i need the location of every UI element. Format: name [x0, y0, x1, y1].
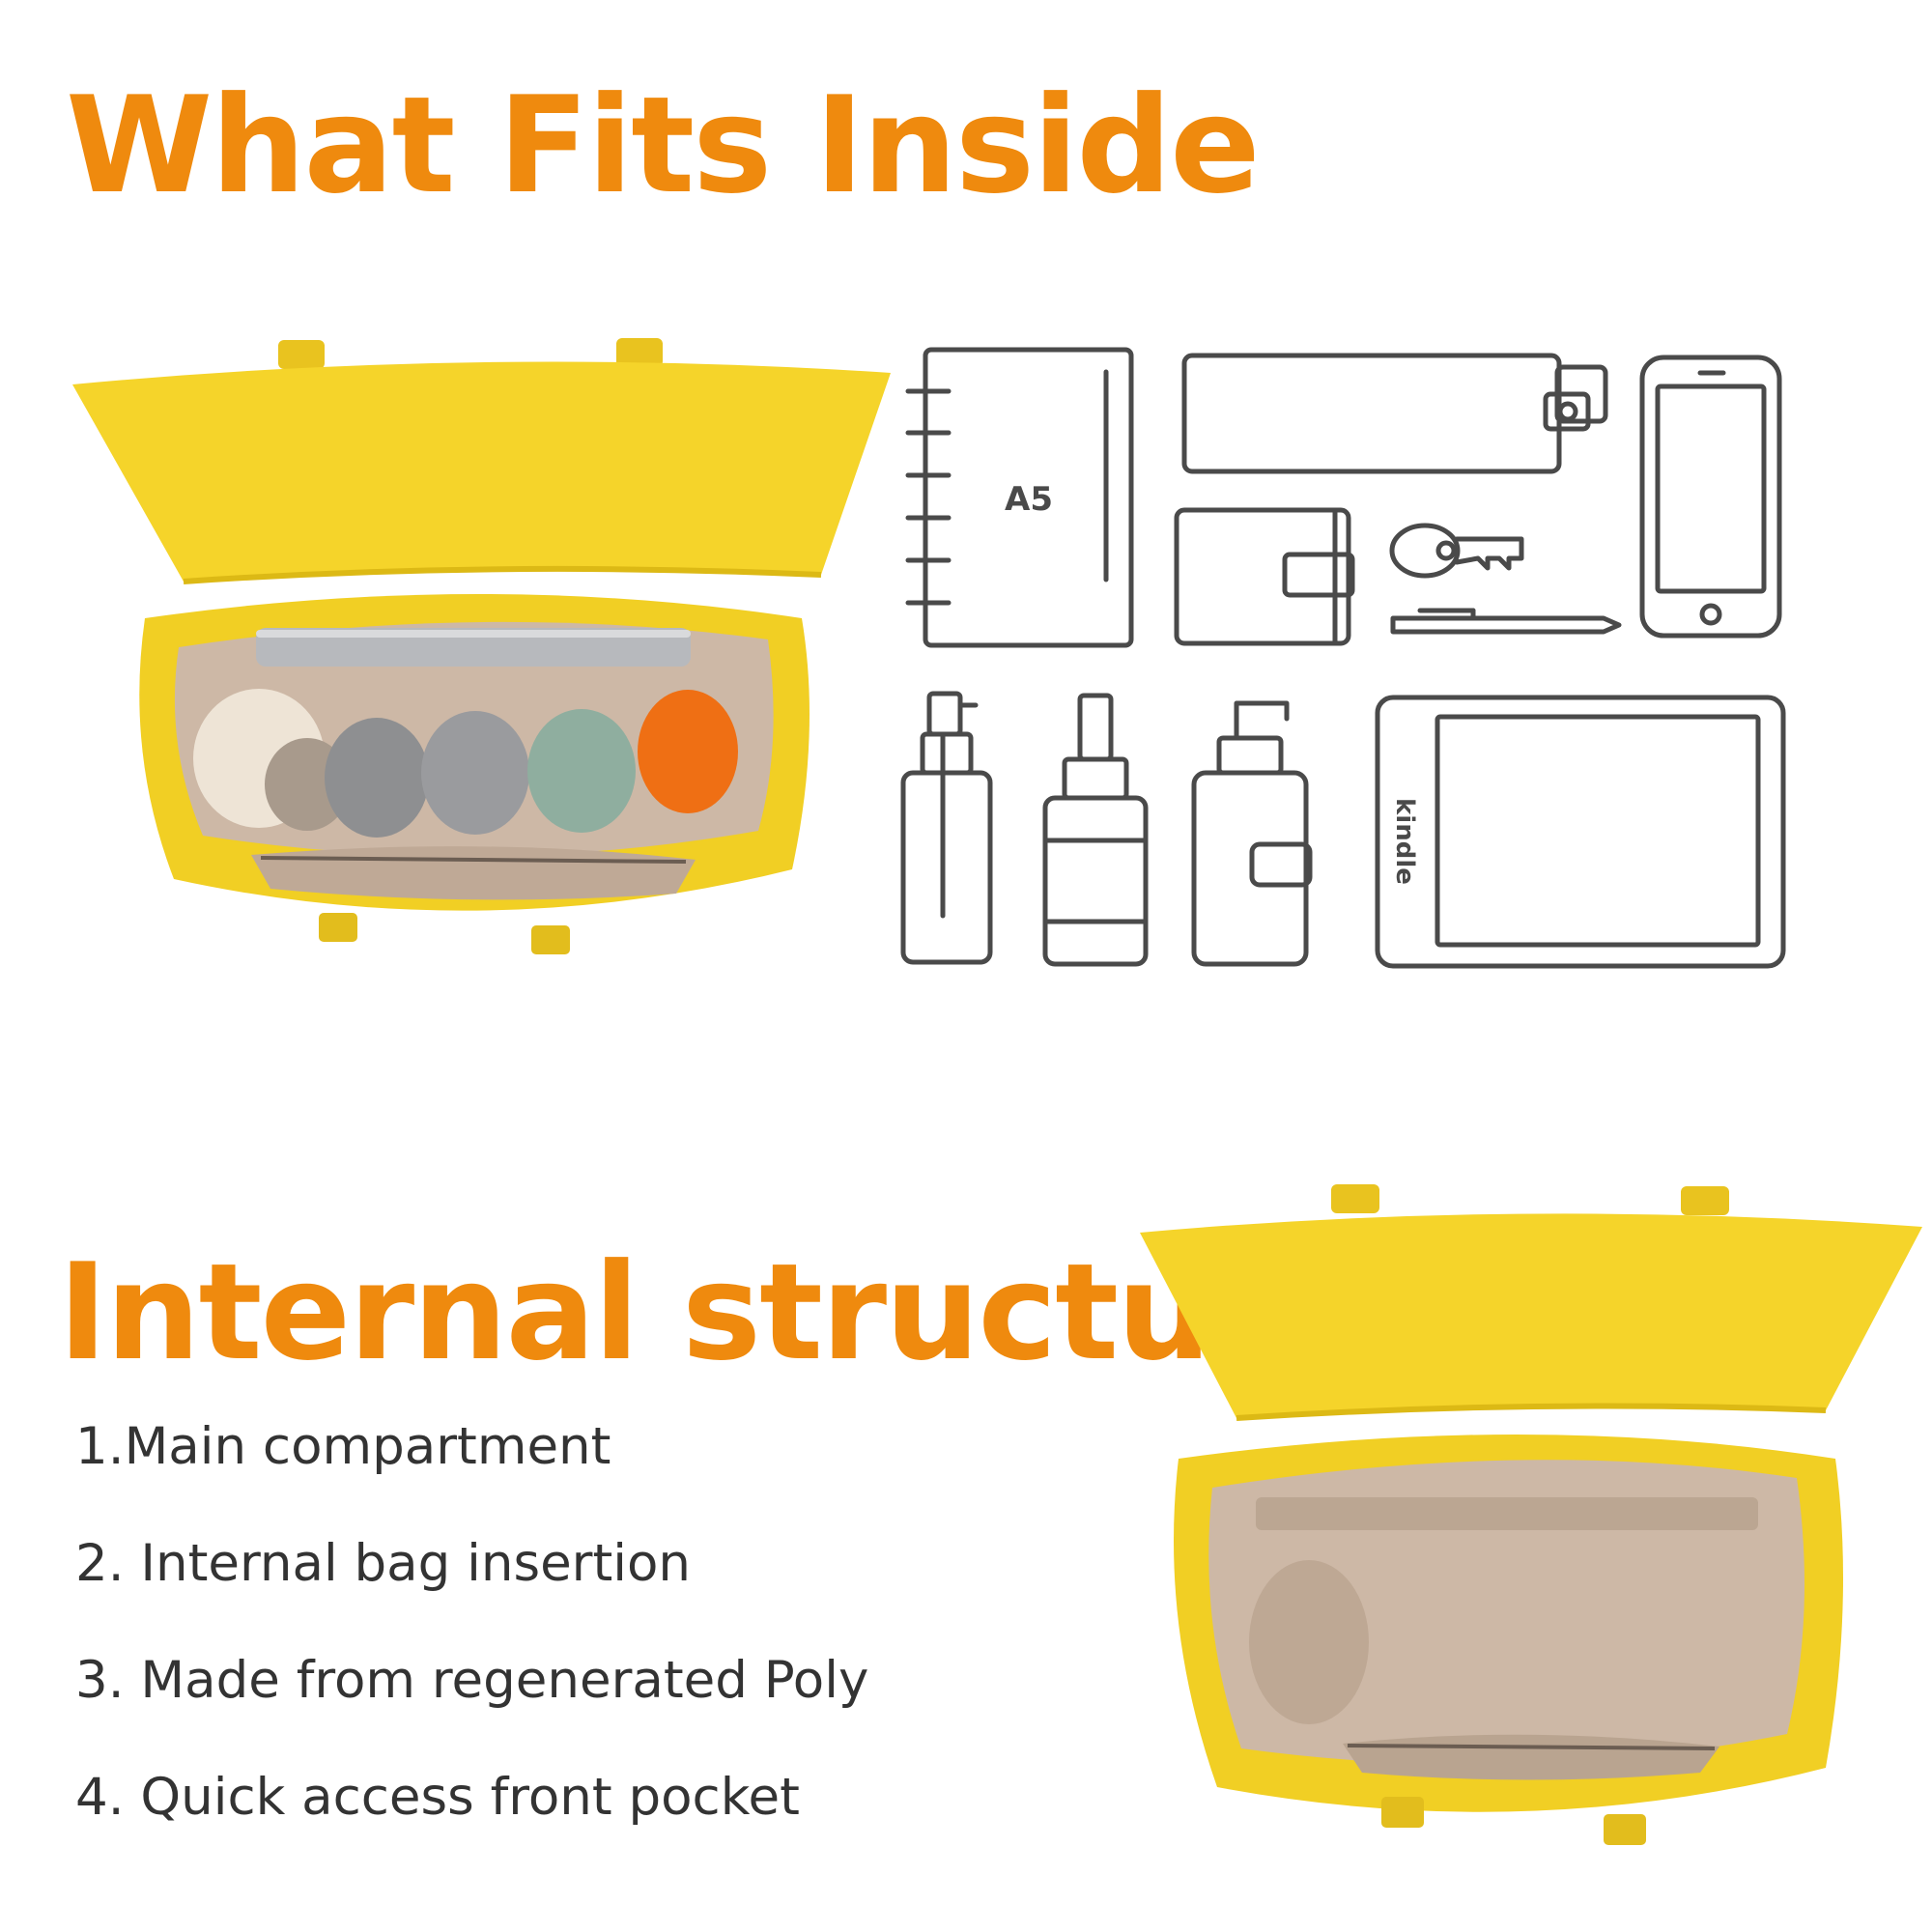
a5-label: A5 [1005, 480, 1053, 519]
smartphone-icon [1639, 355, 1782, 639]
feature-list: 1.Main compartment 2. Internal bag inser… [75, 1418, 1138, 1886]
rolled-clothes-grey [325, 718, 429, 838]
rolled-clothes-green [527, 709, 636, 833]
feature-item-internal-bag: 2. Internal bag insertion [75, 1534, 691, 1593]
rolled-clothes-orange [638, 690, 738, 813]
what-fits-inside-heading: What Fits Inside [66, 68, 1261, 223]
front-pocket [1343, 1734, 1719, 1780]
kindle-label: kindle [1390, 798, 1419, 885]
backpack-flap [1140, 1213, 1922, 1418]
backpack-flap [72, 361, 891, 582]
feature-item-front-pocket: 4. Quick access front pocket [75, 1768, 800, 1827]
front-pocket [251, 846, 696, 900]
feature-item-main-compartment: 1.Main compartment [75, 1417, 611, 1476]
open-backpack-empty-image [1140, 1184, 1922, 1845]
pen-icon [1390, 608, 1622, 635]
laptop-sleeve [1256, 1497, 1758, 1530]
a5-notebook-icon [905, 347, 1134, 648]
open-backpack-with-items-image [72, 338, 891, 954]
dropper-bottle-icon [1042, 693, 1149, 967]
strap-buckle [1381, 1797, 1424, 1828]
pump-bottle-icon [1191, 700, 1313, 967]
strap-buckle [278, 340, 325, 369]
strap-buckle [1681, 1186, 1729, 1215]
internal-structure-heading: Internal structure [58, 1235, 1364, 1390]
pencil-case-icon [1181, 353, 1608, 474]
elastic-side-pocket [1249, 1560, 1369, 1724]
strap-buckle [319, 913, 357, 942]
kindle-tablet-icon [1375, 695, 1786, 969]
strap-buckle [1604, 1814, 1646, 1845]
strap-buckle [616, 338, 663, 367]
feature-item-regenerated-poly: 3. Made from regenerated Poly [75, 1651, 869, 1710]
key-icon [1389, 523, 1524, 579]
items-icon-grid: A5 [900, 347, 1786, 969]
rolled-clothes-grey [421, 711, 529, 835]
wallet-icon [1174, 507, 1355, 646]
spray-bottle-icon [900, 691, 993, 965]
strap-buckle [1331, 1184, 1379, 1213]
strap-buckle [531, 925, 570, 954]
